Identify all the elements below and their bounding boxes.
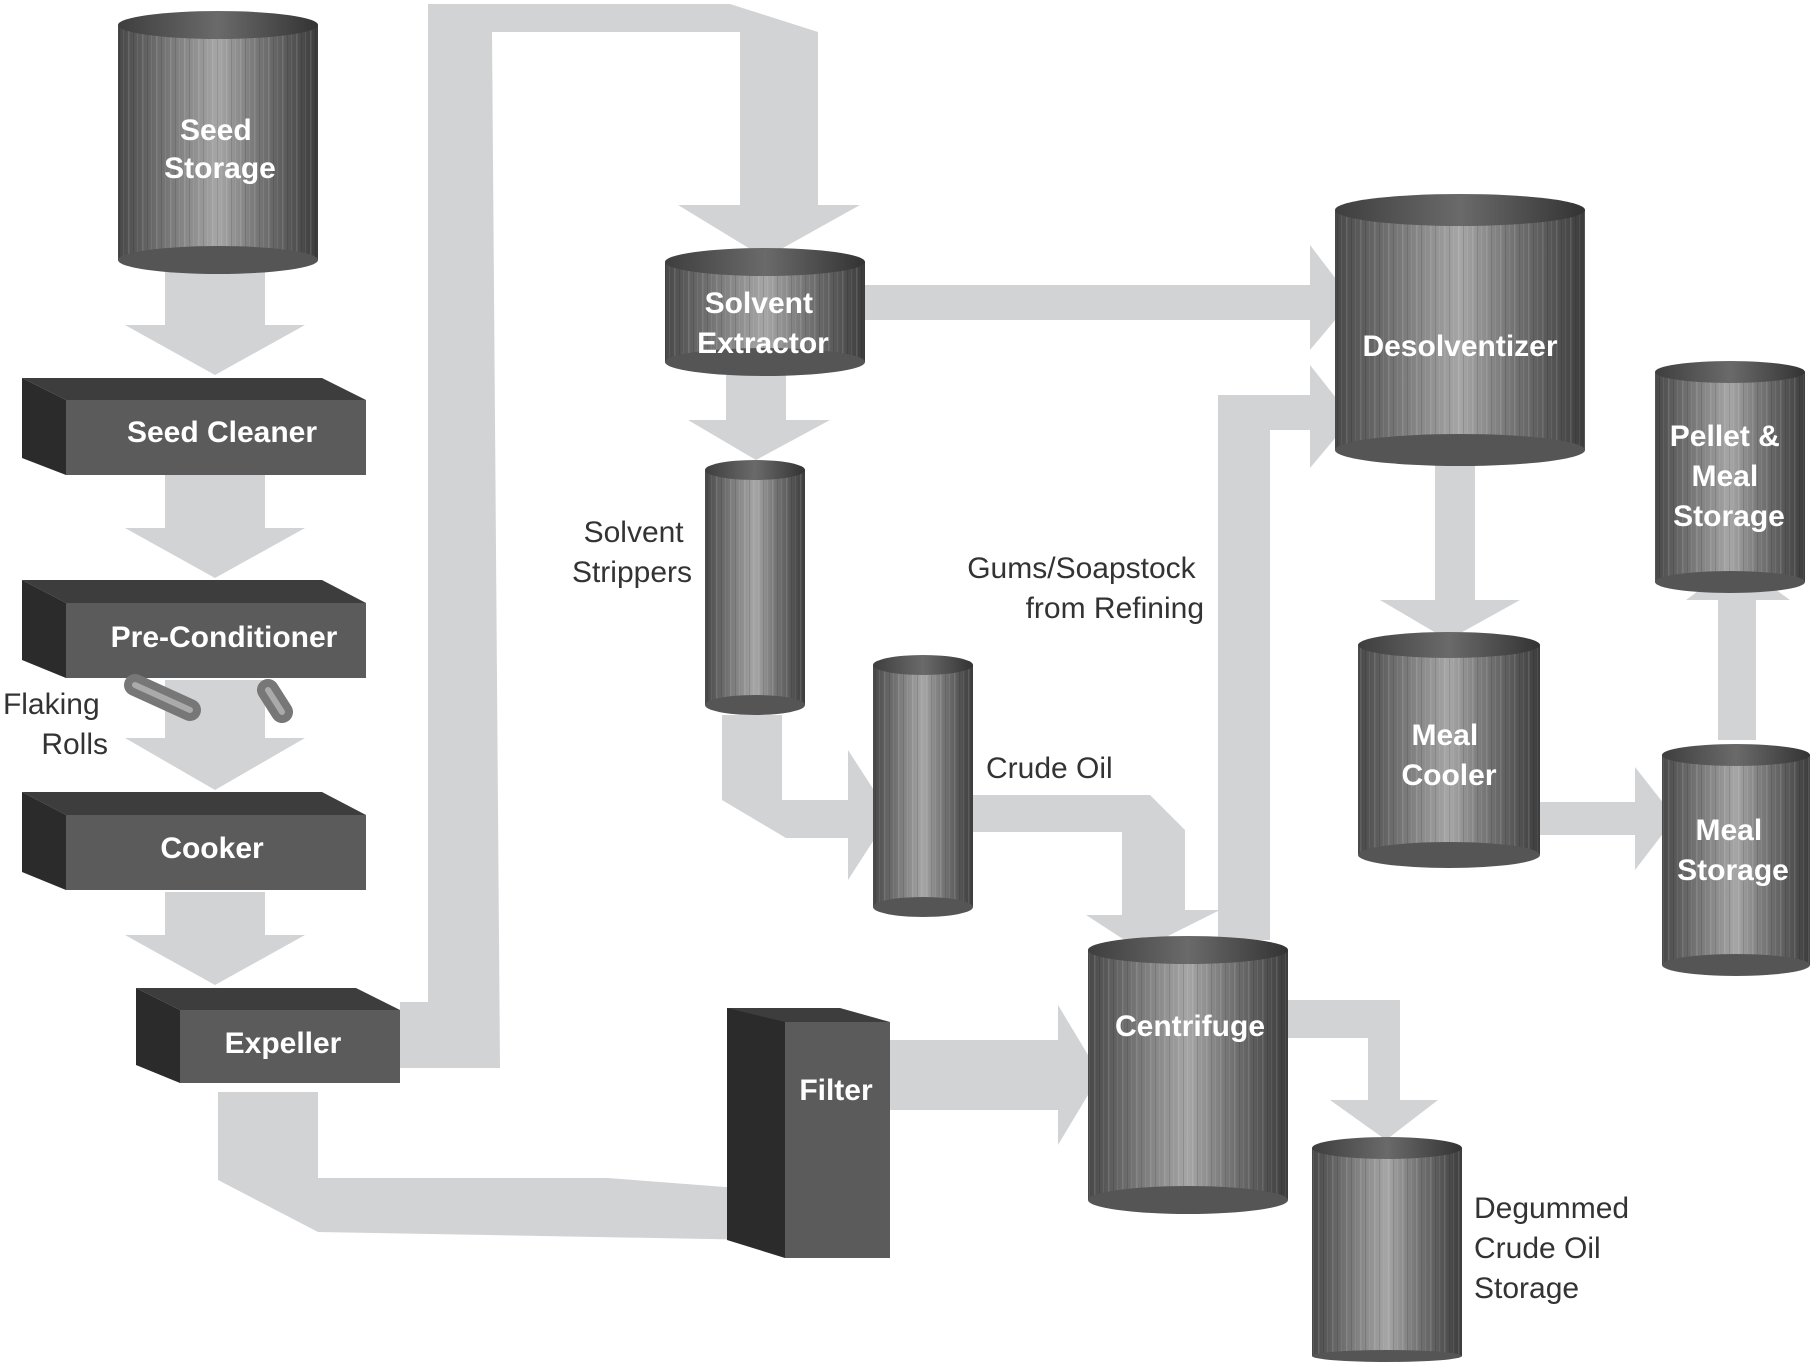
cooker: [22, 792, 366, 890]
solvent-strippers-tank: [705, 460, 805, 715]
expeller-label: Expeller: [225, 1027, 342, 1060]
crude-oil-label: Crude Oil: [986, 752, 1113, 785]
desolventizer-tank: [1335, 194, 1585, 466]
meal-storage-label: Meal Storage: [1677, 814, 1789, 887]
cooker-label: Cooker: [160, 832, 264, 865]
arrow-centrifuge-degummed: [1288, 1000, 1438, 1140]
arrow-expeller-filter: [218, 1092, 765, 1240]
solvent-extractor-tank: [665, 248, 865, 376]
pre-conditioner: [22, 580, 366, 678]
flaking-rolls-graphic: [124, 674, 293, 723]
desolventizer-label: Desolventizer: [1362, 330, 1557, 363]
pellet-meal-storage-label: Pellet & Meal Storage: [1670, 420, 1788, 533]
solvent-extractor-label: Solvent Extractor: [697, 287, 829, 360]
arrow-seedstorage-cleaner: [125, 270, 305, 375]
arrow-desolventizer-cooler: [1380, 460, 1520, 640]
meal-cooler-tank: [1358, 632, 1540, 868]
filter-label: Filter: [799, 1074, 873, 1107]
meal-storage-tank: [1662, 744, 1810, 976]
pre-conditioner-label: Pre-Conditioner: [111, 621, 338, 654]
arrow-cooler-mealstorage: [1540, 767, 1675, 870]
arrow-mealstorage-pellet: [1686, 562, 1790, 740]
arrow-filter-centrifuge: [890, 1005, 1100, 1145]
arrow-cleaner-preconditioner: [125, 475, 305, 578]
seed-cleaner-label: Seed Cleaner: [127, 416, 317, 449]
filter: [727, 1008, 890, 1258]
arrow-strippers-crudeoil: [722, 715, 890, 880]
centrifuge-label: Centrifuge: [1115, 1010, 1265, 1043]
gums-soapstock-label: Gums/Soapstock from Refining: [967, 552, 1204, 625]
solvent-strippers-label: Solvent Strippers: [572, 516, 692, 589]
flaking-rolls-label: Flaking Rolls: [3, 688, 108, 761]
crude-oil-tank: [873, 655, 973, 917]
degummed-storage-tank: [1312, 1137, 1462, 1362]
seed-cleaner: [22, 378, 366, 475]
pellet-meal-storage-tank: [1655, 361, 1805, 593]
arrow-crudeoil-centrifuge: [970, 795, 1220, 950]
degummed-storage-label: Degummed Crude Oil Storage: [1474, 1192, 1637, 1305]
centrifuge-tank: [1088, 936, 1288, 1214]
expeller: [136, 988, 400, 1083]
arrow-gums-desolventizer: [1218, 365, 1352, 940]
seed-storage-label: Seed Storage: [164, 114, 276, 185]
arrow-expeller-extractor: [400, 4, 860, 1068]
arrow-cooker-expeller: [125, 892, 305, 985]
arrow-extractor-desolventizer: [858, 245, 1352, 350]
arrow-extractor-strippers: [688, 375, 830, 460]
seed-storage-tank: [118, 11, 318, 274]
meal-cooler-label: Meal Cooler: [1401, 719, 1496, 792]
